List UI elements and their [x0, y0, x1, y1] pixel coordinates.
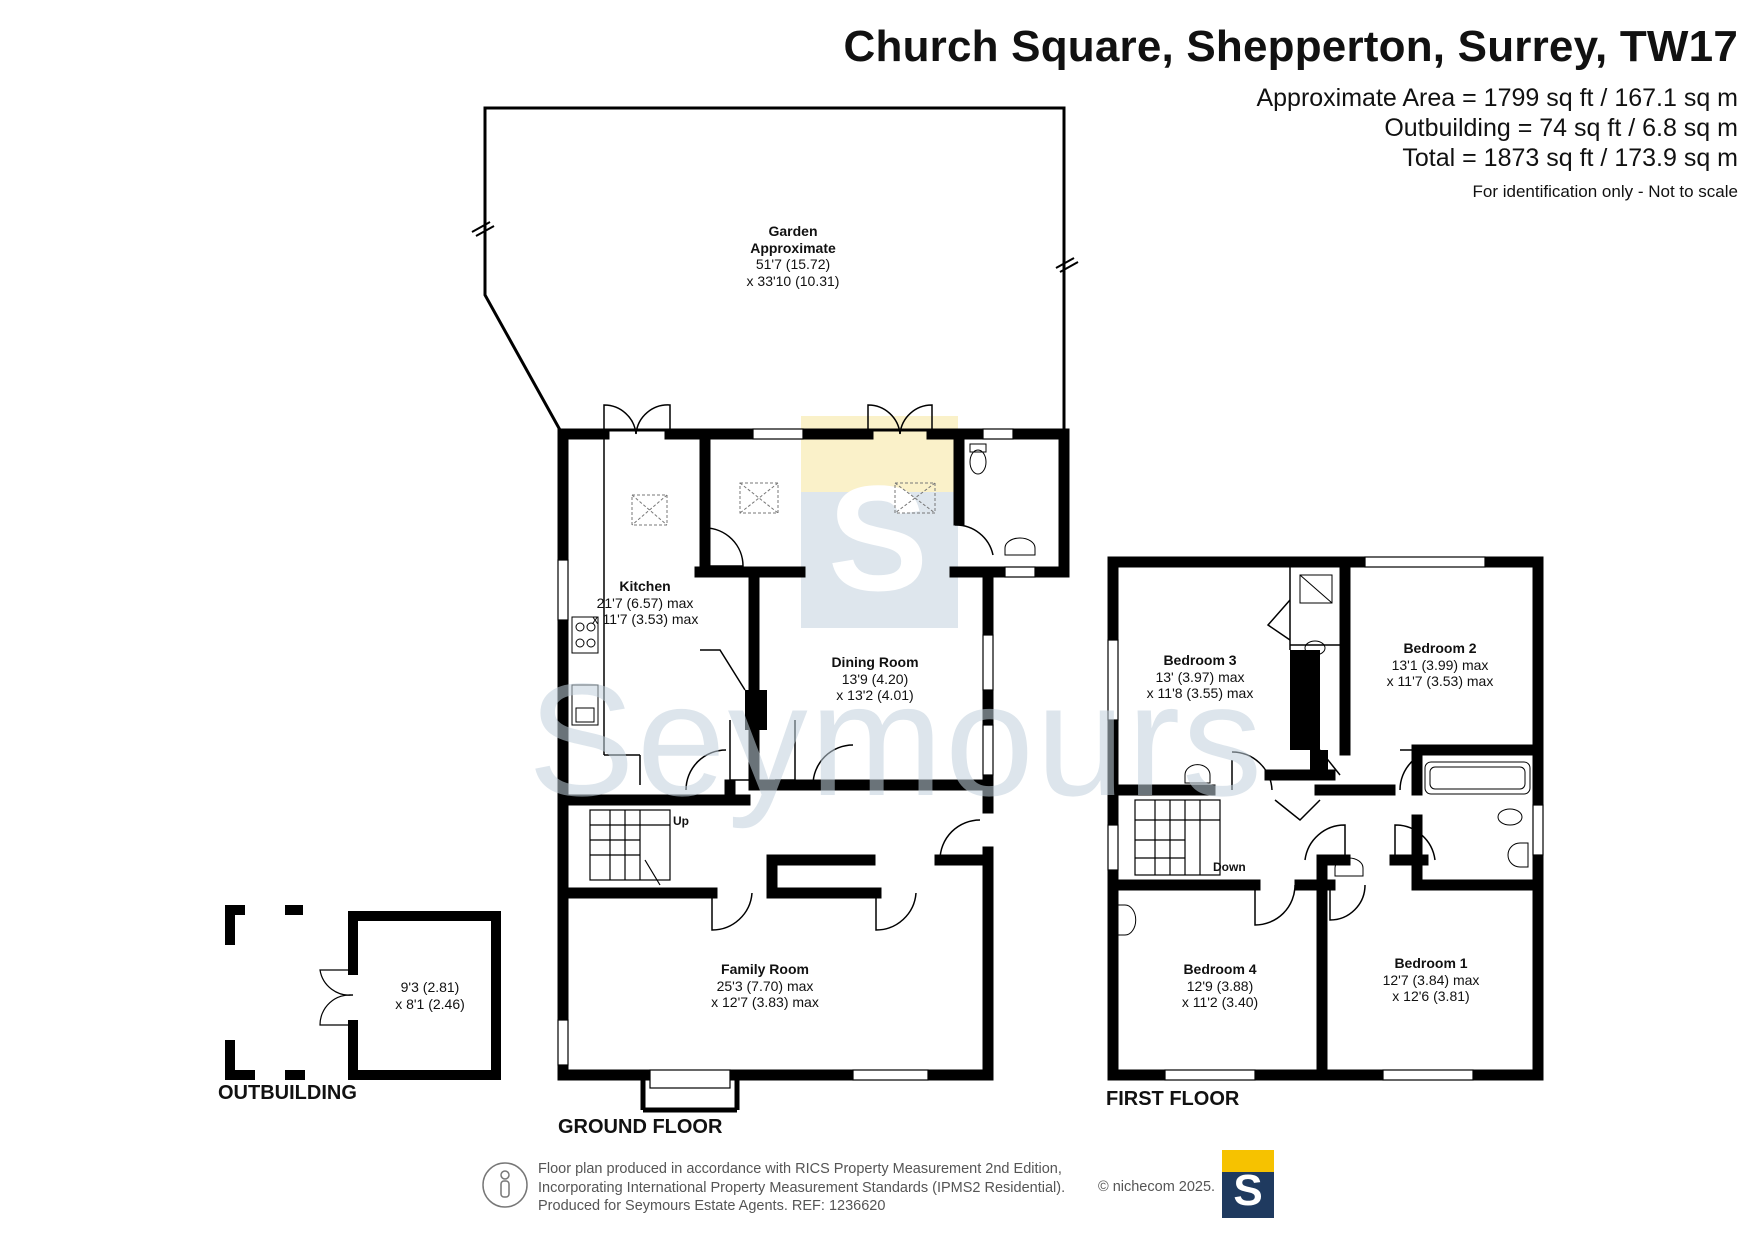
room-label-bedroom3: Bedroom 3 13' (3.97) max x 11'8 (3.55) m… [1146, 652, 1254, 701]
outbuilding-door [319, 969, 354, 1026]
first-floor-partitions [1289, 562, 1345, 650]
room-label-bedroom4: Bedroom 4 12'9 (3.88) x 11'2 (3.40) [1181, 961, 1259, 1010]
floor-label-outbuilding: OUTBUILDING [218, 1082, 357, 1104]
svg-text:S: S [828, 454, 928, 622]
front-bay [640, 1075, 740, 1113]
room-label-bedroom2: Bedroom 2 13'1 (3.99) max x 11'7 (3.53) … [1386, 640, 1494, 689]
room-label-dining: Dining Room 13'9 (4.20) x 13'2 (4.01) [831, 654, 919, 703]
person-icon [482, 1162, 528, 1208]
room-label-garden: Garden Approximate 51'7 (15.72) x 33'10 … [746, 223, 840, 289]
page-title: Church Square, Shepperton, Surrey, TW17 [843, 22, 1738, 71]
room-label-family: Family Room 25'3 (7.70) max x 12'7 (3.83… [711, 961, 819, 1010]
ground-floor-doors [603, 404, 994, 931]
skylights [631, 482, 936, 526]
ground-stairs [589, 809, 671, 886]
floor-label-first: FIRST FLOOR [1106, 1088, 1240, 1110]
first-floor-chimney [1290, 650, 1320, 750]
stairs-up-label: Up [673, 814, 689, 828]
outbuilding-area: Outbuilding = 74 sq ft / 6.8 sq m [1384, 114, 1738, 142]
first-floor-doors [1231, 599, 1441, 926]
bathroom-fittings [1117, 574, 1531, 936]
watermark-s-block: S [801, 416, 958, 628]
kitchen-fittings [571, 616, 599, 726]
copyright: © nichecom 2025. [1098, 1179, 1216, 1195]
footer-notes: Floor plan produced in accordance with R… [538, 1161, 1066, 1214]
first-floor-windows [1107, 556, 1544, 1081]
ground-floor-windows [557, 428, 1036, 1089]
room-label-outbuilding: 9'3 (2.81) x 8'1 (2.46) [395, 979, 465, 1012]
chimney-breast [745, 690, 767, 730]
first-floor-chimney-2 [1310, 750, 1328, 775]
outbuilding-walls [225, 905, 501, 1080]
svg-text:S: S [1233, 1166, 1262, 1215]
ground-floor-partitions [603, 434, 641, 785]
wc-fittings [969, 443, 1036, 556]
approximate-area: Approximate Area = 1799 sq ft / 167.1 sq… [1256, 84, 1738, 112]
room-label-kitchen: Kitchen 21'7 (6.57) max x 11'7 (3.53) ma… [591, 578, 699, 627]
floor-label-ground: GROUND FLOOR [558, 1116, 723, 1138]
seymours-logo: S [1222, 1150, 1274, 1218]
disclaimer: For identification only - Not to scale [1472, 182, 1738, 201]
stairs-down-label: Down [1213, 860, 1246, 874]
first-floor-stairs [1134, 799, 1221, 876]
total-area: Total = 1873 sq ft / 173.9 sq m [1402, 144, 1738, 172]
room-label-bedroom1: Bedroom 1 12'7 (3.84) max x 12'6 (3.81) [1382, 955, 1480, 1004]
